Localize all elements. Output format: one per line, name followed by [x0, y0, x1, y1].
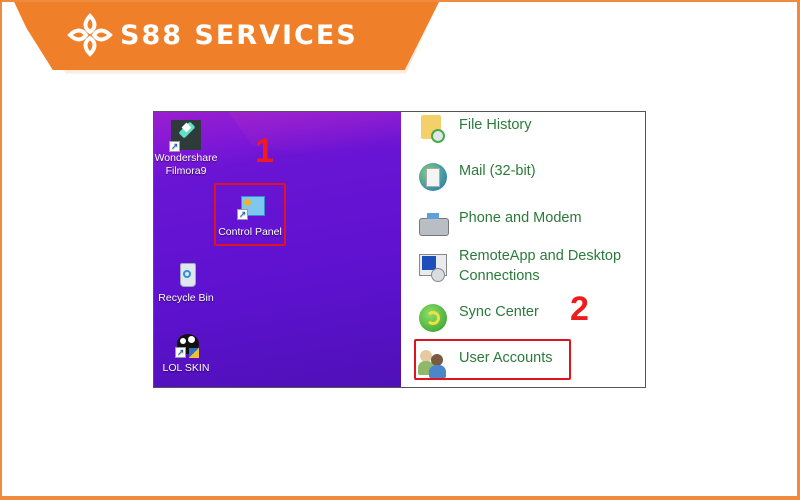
icon-label: Filmora9 [165, 165, 207, 177]
step-number-1: 1 [255, 132, 274, 170]
cp-item-label: User Accounts [459, 350, 553, 366]
cp-item-label: Sync Center [459, 304, 539, 320]
step-number-2: 2 [570, 290, 589, 328]
cp-item-label-line2: Connections [459, 268, 540, 284]
cp-item-label: Phone and Modem [459, 210, 582, 226]
highlight-box-control-panel [214, 183, 286, 246]
recycle-bin-icon [171, 260, 201, 290]
shortcut-arrow-icon: ↗ [175, 347, 186, 358]
desktop-icon-filmora[interactable]: ↗ Wondershare Filmora9 [154, 120, 221, 178]
cp-item-sync-center[interactable]: Sync Center [417, 302, 539, 334]
icon-label: Wondershare [154, 152, 218, 164]
desktop-icon-lol-skin[interactable]: ↗ LOL SKIN [154, 330, 221, 375]
remoteapp-icon [417, 252, 449, 284]
file-history-icon [417, 115, 449, 147]
mail-icon [417, 161, 449, 193]
sync-center-icon [417, 302, 449, 334]
shortcut-arrow-icon: ↗ [169, 141, 180, 152]
tutorial-screenshot: ↗ Wondershare Filmora9 ↗ Control Panel 1… [153, 111, 646, 388]
cp-item-phone-modem[interactable]: Phone and Modem [417, 208, 582, 240]
cp-item-label: RemoteApp and Desktop Connections [459, 246, 621, 286]
control-panel-icon: ↗ [235, 194, 265, 224]
cp-item-label: File History [459, 117, 532, 133]
brand-name: S88 SERVICES [120, 19, 358, 51]
cp-item-label: Mail (32-bit) [459, 163, 536, 179]
icon-label: Recycle Bin [158, 292, 214, 304]
cp-item-remoteapp[interactable]: RemoteApp and Desktop Connections [417, 246, 621, 286]
windows-desktop: ↗ Wondershare Filmora9 ↗ Control Panel 1… [154, 112, 401, 387]
phone-modem-icon [417, 208, 449, 240]
control-panel-list: File History Mail (32-bit) Phone and Mod… [401, 112, 645, 387]
s88-logo-icon [67, 13, 113, 57]
cp-item-label-line1: RemoteApp and Desktop [459, 248, 622, 264]
cp-item-file-history[interactable]: File History [417, 115, 532, 147]
brand-logo: S88 SERVICES [66, 12, 358, 58]
cp-item-mail[interactable]: Mail (32-bit) [417, 161, 536, 193]
filmora-icon: ↗ [169, 120, 201, 152]
desktop-icon-recycle-bin[interactable]: Recycle Bin [154, 260, 221, 305]
user-accounts-icon [417, 348, 449, 380]
shortcut-arrow-icon: ↗ [237, 209, 248, 220]
icon-label: LOL SKIN [162, 362, 210, 374]
cp-item-user-accounts[interactable]: User Accounts [417, 348, 553, 380]
highlight-box-user-accounts [414, 339, 571, 380]
desktop-icon-control-panel[interactable]: ↗ Control Panel [215, 194, 285, 239]
icon-label: Control Panel [218, 226, 282, 238]
brand-banner [0, 0, 440, 70]
lol-skin-icon: ↗ [171, 330, 201, 360]
